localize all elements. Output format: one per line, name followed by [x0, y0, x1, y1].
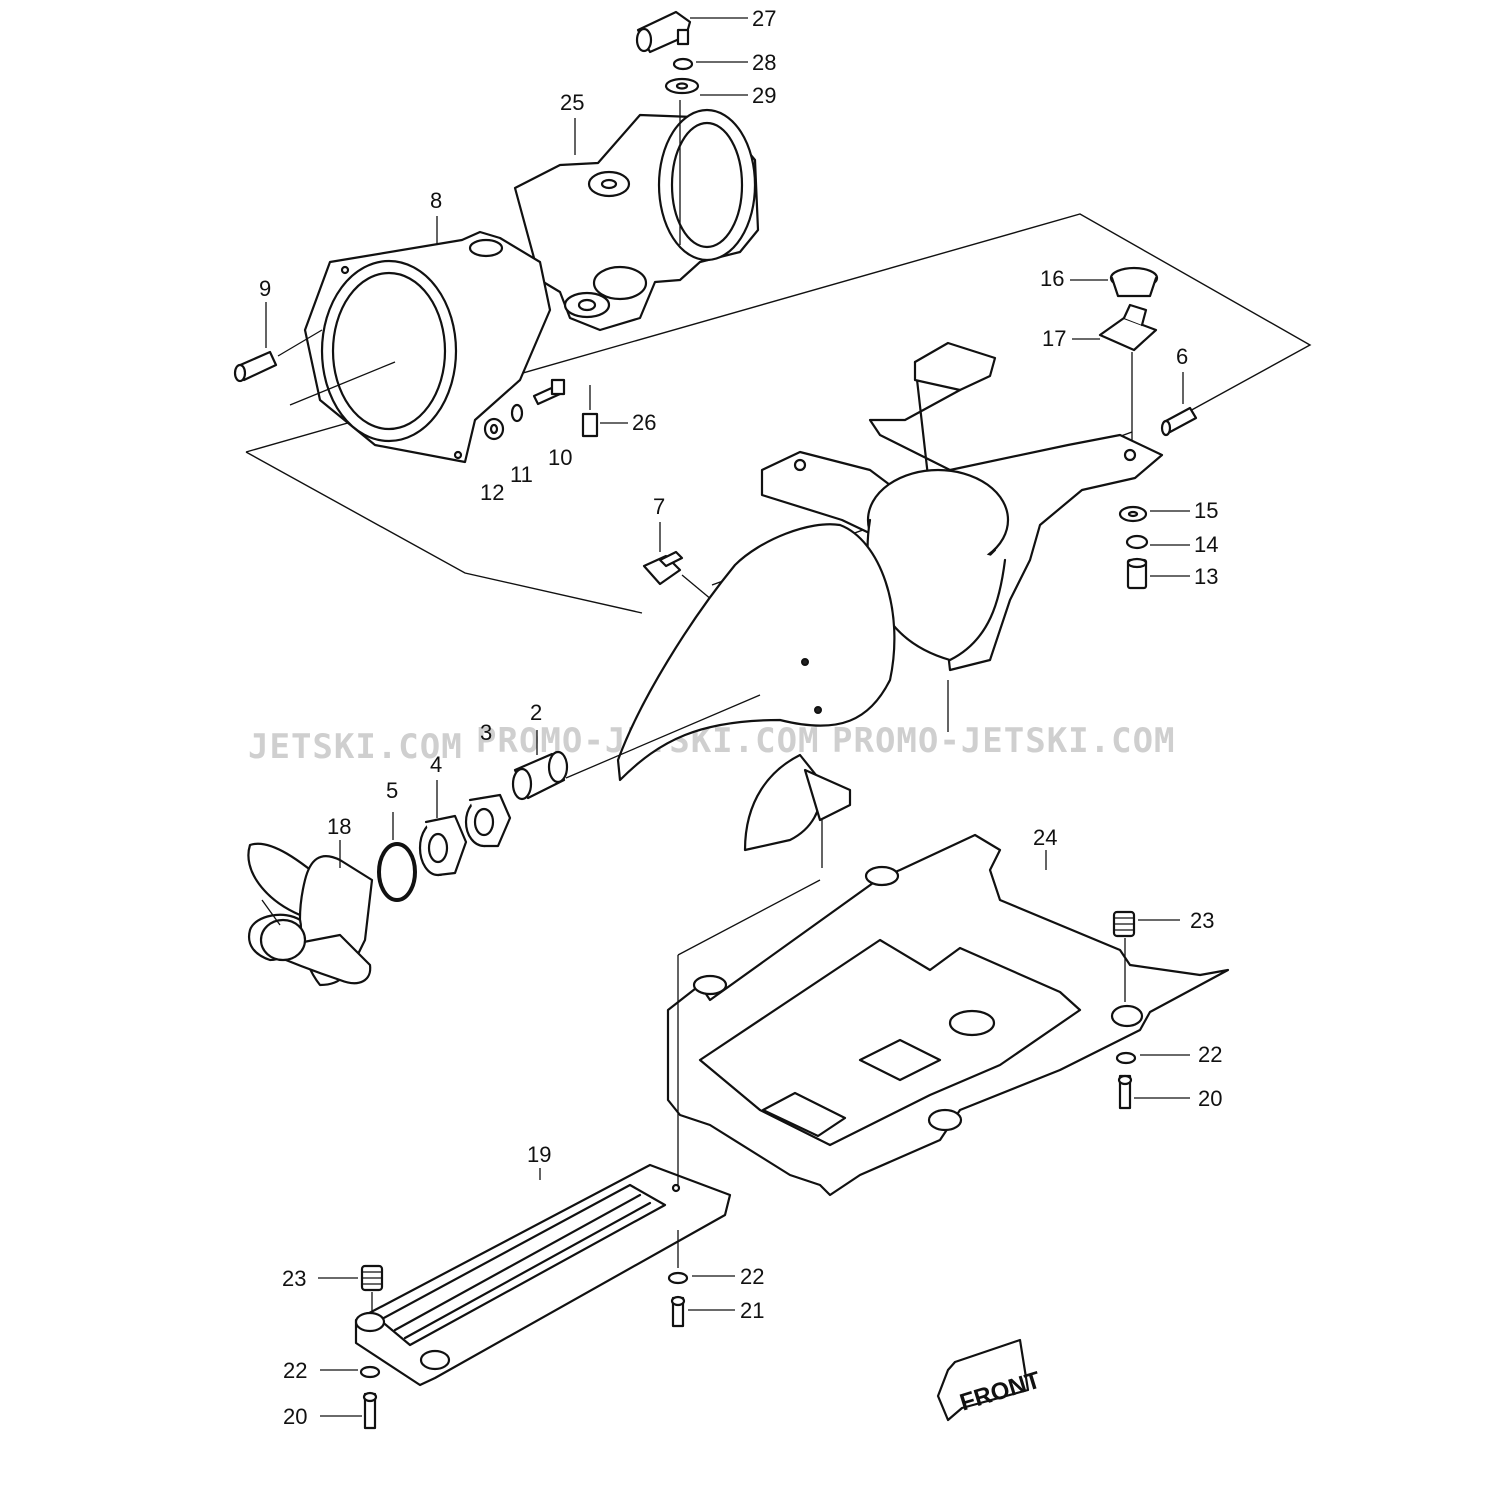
callout-20: 20 — [1198, 1086, 1222, 1111]
callout-8: 8 — [430, 188, 442, 213]
callout-23-lower: 23 — [282, 1266, 306, 1291]
callout-19: 19 — [527, 1142, 551, 1167]
part-24-intake-grate — [666, 833, 1230, 1197]
callout-29: 29 — [752, 83, 776, 108]
part-7-elbow — [642, 550, 684, 586]
callout-6: 6 — [1176, 344, 1188, 369]
part-11-washer — [510, 403, 524, 423]
part-4-bearing — [418, 814, 468, 877]
part-5-circlip — [377, 842, 417, 902]
part-2-sleeve — [511, 750, 569, 801]
part-19-grate-bar — [354, 1163, 732, 1387]
part-25-nozzle — [513, 100, 760, 332]
callout-12: 12 — [480, 480, 504, 505]
callout-28: 28 — [752, 50, 776, 75]
callout-10: 10 — [548, 445, 572, 470]
callout-13: 13 — [1194, 564, 1218, 589]
part-26-bolt — [581, 385, 599, 438]
part-27-elbow-fitting — [635, 10, 692, 54]
part-9-fitting — [233, 350, 278, 383]
part-10-bolt — [532, 378, 566, 406]
part-14-washer — [1125, 534, 1149, 550]
callout-15: 15 — [1194, 498, 1218, 523]
part-23-insert — [1112, 910, 1136, 938]
part-18-impeller — [247, 842, 374, 987]
callout-4: 4 — [430, 752, 442, 777]
part-22-washer-lower — [359, 1365, 381, 1379]
front-direction-arrow: FRONT — [936, 1338, 1044, 1422]
watermark-text: PROMO-JETSKI.COM — [832, 721, 1176, 761]
callout-16: 16 — [1040, 266, 1064, 291]
part-23-insert-lower — [360, 1264, 384, 1292]
callout-21: 21 — [740, 1298, 764, 1323]
callout-22-lower: 22 — [283, 1358, 307, 1383]
callout-27: 27 — [752, 6, 776, 31]
part-6-fitting — [1160, 406, 1198, 437]
callout-25: 25 — [560, 90, 584, 115]
callout-11: 11 — [510, 462, 533, 487]
pump-housing — [616, 341, 1164, 868]
part-28-washer — [672, 57, 694, 71]
callout-17: 17 — [1042, 326, 1066, 351]
part-8-pump-cover — [303, 230, 552, 464]
callout-5: 5 — [386, 778, 398, 803]
callout-3: 3 — [480, 720, 492, 745]
part-22-washer-middle — [667, 1271, 689, 1285]
part-21-screw — [670, 1295, 686, 1328]
callout-2: 2 — [530, 700, 542, 725]
callout-22: 22 — [1198, 1042, 1222, 1067]
callout-22-middle: 22 — [740, 1264, 764, 1289]
part-20-screw-lower — [362, 1391, 378, 1430]
callout-24: 24 — [1033, 825, 1057, 850]
part-20-screw — [1117, 1074, 1133, 1110]
part-17-bracket — [1098, 303, 1158, 352]
callout-23: 23 — [1190, 908, 1214, 933]
part-13-bolt — [1126, 557, 1148, 590]
callout-14: 14 — [1194, 532, 1218, 557]
watermark-text: JETSKI.COM — [248, 727, 463, 767]
part-16-cap — [1109, 266, 1159, 298]
callout-18: 18 — [327, 814, 351, 839]
part-22-washer — [1115, 1051, 1137, 1065]
callout-7: 7 — [653, 494, 665, 519]
callout-9: 9 — [259, 276, 271, 301]
callout-26: 26 — [632, 410, 656, 435]
part-3-bearing — [464, 793, 512, 848]
callout-20-lower: 20 — [283, 1404, 307, 1429]
